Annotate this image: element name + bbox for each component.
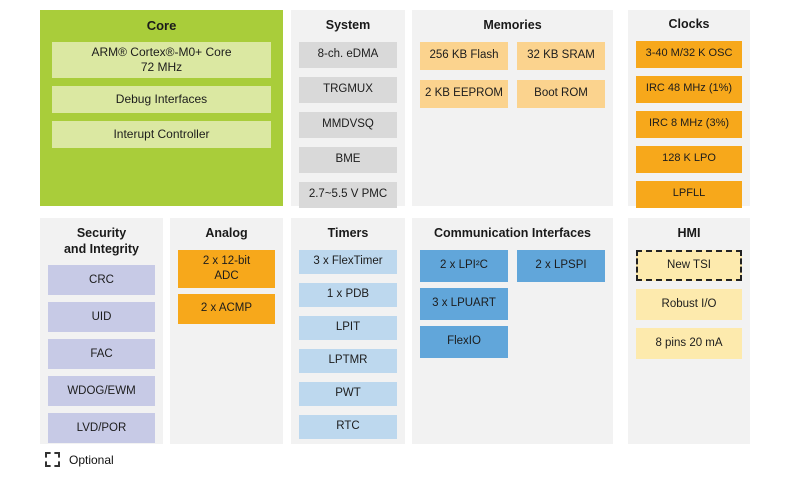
block-fac: FAC bbox=[48, 339, 155, 370]
optional-label: Optional bbox=[69, 452, 114, 467]
block-osc: 3-40 M/32 K OSC bbox=[636, 40, 742, 68]
block-lpuart: 3 x LPUART bbox=[420, 287, 508, 320]
block-lvd-por: LVD/POR bbox=[48, 413, 155, 444]
block-lpit: LPIT bbox=[299, 315, 397, 340]
block-boot-rom: Boot ROM bbox=[517, 79, 605, 108]
legend-optional: Optional bbox=[45, 452, 114, 467]
block-acmp: 2 x ACMP bbox=[178, 293, 275, 324]
block-robust-io: Robust I/O bbox=[636, 288, 742, 320]
core-blocks: ARM® Cortex®-M0+ Core 72 MHz Debug Inter… bbox=[52, 42, 271, 149]
block-pmc: 2.7~5.5 V PMC bbox=[299, 181, 397, 208]
block-flextimer: 3 x FlexTimer bbox=[299, 249, 397, 274]
block-irc-48mhz: IRC 48 MHz (1%) bbox=[636, 75, 742, 103]
block-bme: BME bbox=[299, 146, 397, 173]
block-trgmux: TRGMUX bbox=[299, 76, 397, 103]
security-title: Security and Integrity bbox=[63, 226, 139, 256]
block-flash: 256 KB Flash bbox=[420, 41, 508, 70]
section-hmi: HMI New TSI Robust I/O 8 pins 20 mA bbox=[628, 218, 750, 444]
core-title: Core bbox=[146, 18, 177, 33]
analog-title: Analog bbox=[205, 226, 248, 240]
block-edma: 8-ch. eDMA bbox=[299, 41, 397, 68]
block-lpi2c: 2 x LPI²C bbox=[420, 249, 508, 282]
block-lptmr: LPTMR bbox=[299, 348, 397, 373]
comm-blocks: 2 x LPI²C 2 x LPSPI 3 x LPUART FlexIO bbox=[420, 249, 605, 358]
section-communication-interfaces: Communication Interfaces 2 x LPI²C 2 x L… bbox=[412, 218, 613, 444]
section-security-and-integrity: Security and Integrity CRC UID FAC WDOG/… bbox=[40, 218, 163, 444]
optional-dashed-box-icon bbox=[45, 452, 60, 467]
timers-title: Timers bbox=[327, 226, 369, 240]
section-memories: Memories 256 KB Flash 32 KB SRAM 2 KB EE… bbox=[412, 10, 613, 206]
hmi-blocks: New TSI Robust I/O 8 pins 20 mA bbox=[636, 249, 742, 359]
block-irc-8mhz: IRC 8 MHz (3%) bbox=[636, 110, 742, 138]
block-crc: CRC bbox=[48, 265, 155, 296]
block-wdog-ewm: WDOG/EWM bbox=[48, 376, 155, 407]
memories-title: Memories bbox=[483, 18, 542, 32]
block-sram: 32 KB SRAM bbox=[517, 41, 605, 70]
system-title: System bbox=[325, 18, 371, 32]
block-new-tsi: New TSI bbox=[636, 249, 742, 281]
block-interrupt-controller: Interupt Controller bbox=[52, 121, 271, 149]
block-mmdvsq: MMDVSQ bbox=[299, 111, 397, 138]
section-timers: Timers 3 x FlexTimer 1 x PDB LPIT LPTMR … bbox=[291, 218, 405, 444]
block-pwt: PWT bbox=[299, 381, 397, 406]
block-adc: 2 x 12-bit ADC bbox=[178, 249, 275, 288]
block-lpspi: 2 x LPSPI bbox=[517, 249, 605, 282]
block-flexio: FlexIO bbox=[420, 325, 508, 358]
block-arm-cortex-m0-core: ARM® Cortex®-M0+ Core 72 MHz bbox=[52, 42, 271, 79]
comm-title: Communication Interfaces bbox=[434, 226, 591, 240]
memories-blocks: 256 KB Flash 32 KB SRAM 2 KB EEPROM Boot… bbox=[420, 41, 605, 108]
block-debug-interfaces: Debug Interfaces bbox=[52, 86, 271, 114]
block-pdb: 1 x PDB bbox=[299, 282, 397, 307]
block-lpfll: LPFLL bbox=[636, 180, 742, 208]
hmi-title: HMI bbox=[677, 226, 701, 240]
section-analog: Analog 2 x 12-bit ADC 2 x ACMP bbox=[170, 218, 283, 444]
block-lpo: 128 K LPO bbox=[636, 145, 742, 173]
block-8-pins-20ma: 8 pins 20 mA bbox=[636, 327, 742, 359]
analog-blocks: 2 x 12-bit ADC 2 x ACMP bbox=[178, 249, 275, 324]
security-blocks: CRC UID FAC WDOG/EWM LVD/POR bbox=[48, 265, 155, 444]
clocks-blocks: 3-40 M/32 K OSC IRC 48 MHz (1%) IRC 8 MH… bbox=[636, 40, 742, 208]
clocks-title: Clocks bbox=[668, 17, 710, 31]
section-core: Core ARM® Cortex®-M0+ Core 72 MHz Debug … bbox=[40, 10, 283, 206]
timers-blocks: 3 x FlexTimer 1 x PDB LPIT LPTMR PWT RTC bbox=[299, 249, 397, 439]
section-clocks: Clocks 3-40 M/32 K OSC IRC 48 MHz (1%) I… bbox=[628, 10, 750, 208]
system-blocks: 8-ch. eDMA TRGMUX MMDVSQ BME 2.7~5.5 V P… bbox=[299, 41, 397, 208]
block-eeprom: 2 KB EEPROM bbox=[420, 79, 508, 108]
block-rtc: RTC bbox=[299, 414, 397, 439]
block-uid: UID bbox=[48, 302, 155, 333]
section-system: System 8-ch. eDMA TRGMUX MMDVSQ BME 2.7~… bbox=[291, 10, 405, 208]
